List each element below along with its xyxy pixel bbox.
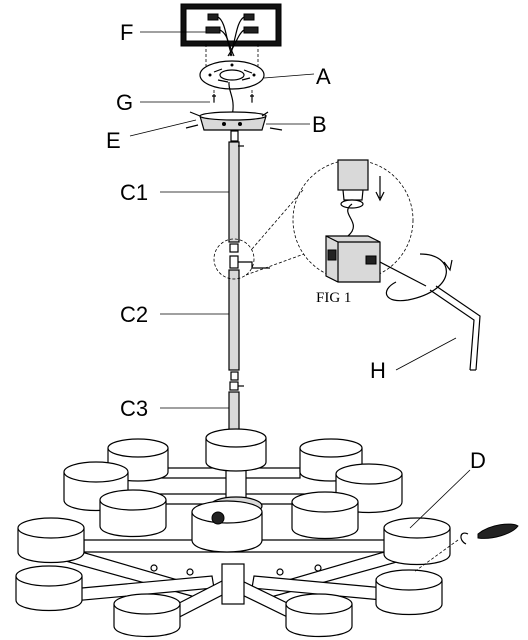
leader-lines [129, 31, 471, 529]
shade-bottom-far-left [15, 565, 83, 612]
shade-bottom-far-right [375, 569, 443, 616]
junction-box [180, 3, 282, 57]
shade-bottom-right [285, 593, 353, 638]
fig1-detail [325, 159, 453, 302]
shade-center-front [191, 500, 263, 553]
figure-caption: FIG 1 [316, 290, 351, 306]
shade-mid-right [291, 491, 359, 540]
label-c2: C2 [120, 302, 148, 327]
rod-c1 [228, 130, 244, 243]
label-g: G [116, 90, 133, 115]
hex-key [429, 285, 481, 371]
shade-mid-left [99, 489, 167, 538]
shade-left-outer [17, 517, 85, 564]
label-c3: C3 [120, 396, 148, 421]
rod-connector-1 [229, 243, 270, 269]
label-d: D [470, 448, 486, 473]
label-b: B [312, 112, 327, 137]
label-f: F [120, 20, 133, 45]
side-screws-e [185, 111, 283, 131]
canopy [199, 111, 267, 131]
shade-top-center [205, 428, 267, 472]
shade-bottom-left [113, 593, 181, 638]
shade-right-outer [383, 517, 451, 566]
label-a: A [316, 64, 331, 89]
label-c1: C1 [120, 180, 148, 205]
mounting-plate [199, 60, 265, 117]
screws-g [212, 94, 254, 102]
bulb-icon [413, 523, 519, 573]
rod-connector-2 [229, 371, 244, 391]
label-e: E [106, 128, 121, 153]
rod-c2 [228, 269, 240, 371]
label-h: H [370, 358, 386, 383]
